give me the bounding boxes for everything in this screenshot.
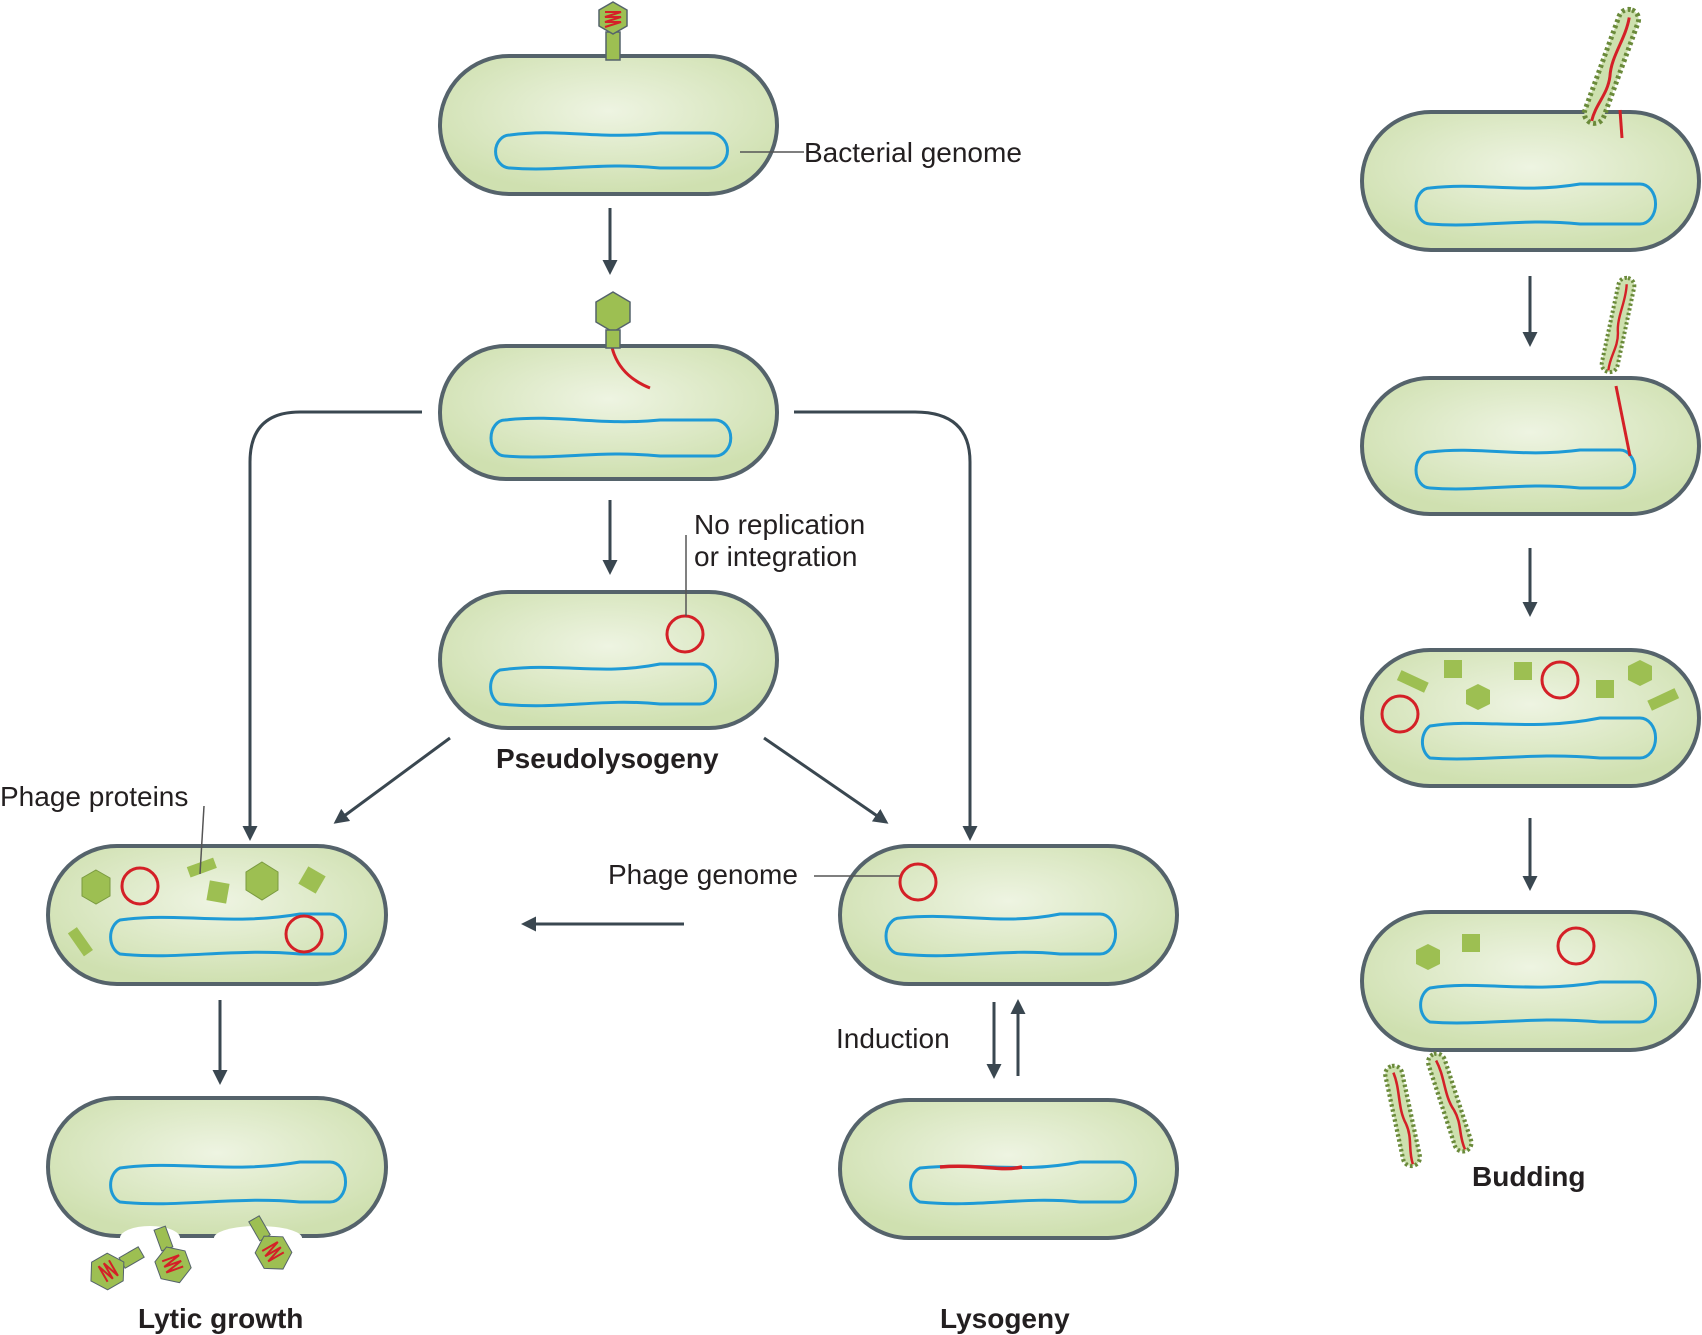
budding-label: Budding [1472,1161,1586,1192]
filamentous-phage-icon [1426,1051,1474,1153]
phage-proteins-label: Phage proteins [0,781,188,812]
cell-budding-2 [1360,376,1701,516]
cell-budding-1 [1360,109,1701,252]
lytic-growth-label: Lytic growth [138,1303,303,1334]
arrow-pseudo-to-lysogeny [763,736,889,824]
phage-genome-label: Phage genome [608,859,798,890]
arrow-to-lytic [242,410,422,841]
cell-initial [438,54,779,196]
cell-budding-4 [1360,910,1701,1052]
no-replication-label-1: No replication [694,509,865,540]
arrow-pseudo-to-lytic [333,736,451,824]
lysogeny-label: Lysogeny [940,1303,1070,1334]
cell-pseudolysogeny [438,590,779,730]
bacterial-genome-label: Bacterial genome [804,137,1022,168]
no-replication-label-2: or integration [694,541,857,572]
cell-lysogeny [838,1098,1179,1240]
cell-phage-genome [838,844,1179,986]
pseudolysogeny-label: Pseudolysogeny [496,743,719,774]
filamentous-phage-icon [1600,276,1636,373]
phage-attached-icon [598,1,628,61]
released-phage-icon [90,1215,293,1291]
filamentous-phage-icon [1582,7,1642,127]
cell-lytic-replication [46,844,388,986]
arrow-to-lysogeny [794,410,978,841]
cell-budding-3 [1360,648,1701,788]
phage-head-icon [595,291,631,349]
cell-lytic-growth [46,1096,388,1250]
filamentous-phage-icon [1384,1064,1422,1167]
induction-label: Induction [836,1023,950,1054]
cell-injection [438,311,779,481]
